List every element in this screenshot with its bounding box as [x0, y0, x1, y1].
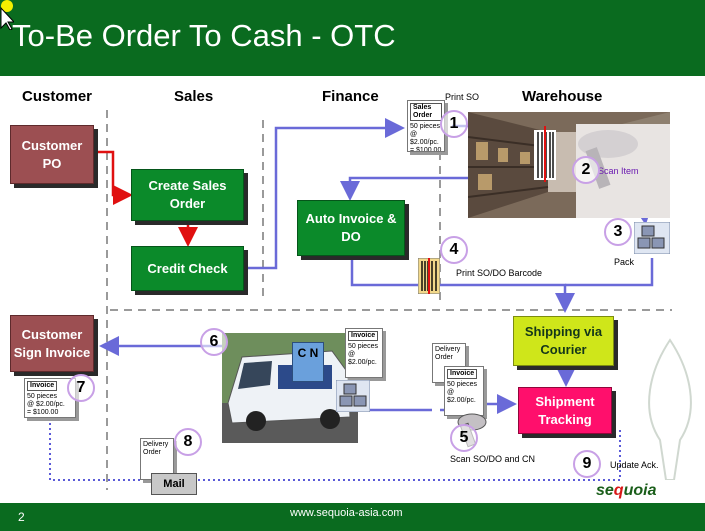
logo-post: uoia	[623, 482, 657, 499]
mail-do-title: Delivery Order	[143, 441, 169, 456]
step-5: 5	[450, 424, 478, 452]
cust-invoice-line2: @ $2.00/pc.	[27, 401, 65, 408]
cursor-icon	[0, 0, 14, 30]
van-invoice-line1: 50 pieces	[348, 343, 378, 350]
update-ack-label: Update Ack.	[610, 460, 659, 470]
sales-order-document: Sales Order 50 pieces @ $2.00/pc. = $100…	[407, 100, 445, 152]
van-pack-icon	[336, 380, 370, 412]
print-so-label: Print SO	[445, 92, 480, 102]
step-9: 9	[573, 450, 601, 478]
pack-label: Pack	[614, 257, 635, 267]
van-invoice-line2: @ $2.00/pc.	[348, 351, 377, 366]
step-7: 7	[67, 374, 95, 402]
print-so-do-barcode-label: Print SO/DO Barcode	[456, 268, 543, 278]
van-invoice-document: Invoice 50 pieces @ $2.00/pc.	[345, 328, 383, 378]
step-3: 3	[604, 218, 632, 246]
scan-item-label: Scan Item	[598, 166, 639, 176]
auto-invoice-box: Auto Invoice & DO	[297, 200, 405, 256]
footer-bar	[0, 503, 705, 531]
sequoia-logo: sequoia	[596, 482, 656, 500]
cust-invoice-line1: 50 pieces	[27, 393, 57, 400]
step-1: 1	[440, 110, 468, 138]
step-2: 2	[572, 156, 600, 184]
sales-order-doc-line3: = $100.00	[410, 147, 442, 152]
logo-mid: q	[613, 482, 624, 499]
invoice-doc-5: Invoice 50 pieces @ $2.00/pc.	[444, 366, 484, 416]
lane-sales: Sales	[174, 88, 214, 105]
arrow-credit-to-print	[246, 118, 405, 270]
lane-finance: Finance	[322, 88, 379, 105]
invoice5-title: Invoice	[447, 369, 478, 379]
customer-sign-invoice-box: Customer Sign Invoice	[10, 315, 94, 372]
dotted-return-line	[49, 418, 621, 481]
do5-title: Delivery Order	[435, 346, 461, 361]
lane-customer: Customer	[22, 88, 93, 105]
lane-warehouse: Warehouse	[522, 88, 603, 105]
cust-invoice-title: Invoice	[27, 381, 58, 391]
tree-icon	[648, 338, 692, 480]
scan-so-do-cn-label: Scan SO/DO and CN	[450, 454, 536, 464]
step-6: 6	[200, 328, 228, 356]
logo-pre: se	[596, 482, 614, 499]
create-sales-order-box: Create Sales Order	[131, 169, 244, 221]
step-8: 8	[174, 428, 202, 456]
barcode-icon	[418, 258, 440, 294]
sales-order-doc-title: Sales Order	[410, 103, 442, 121]
header-bar	[0, 0, 705, 76]
slide-title: To-Be Order To Cash - OTC	[12, 18, 396, 53]
warehouse-shelves-icon	[468, 112, 670, 218]
customer-po-box: Customer PO	[10, 125, 94, 184]
van-invoice-title: Invoice	[348, 331, 379, 341]
pack-boxes-icon	[634, 222, 670, 254]
sales-order-doc-line1: 50 pieces	[410, 123, 440, 130]
mail-label: Mail	[151, 473, 197, 495]
warehouse-photo	[468, 112, 670, 218]
arrow-auto-to-ship	[350, 256, 575, 313]
cust-invoice-line3: = $100.00	[27, 409, 59, 416]
credit-check-box: Credit Check	[131, 246, 244, 291]
arrow-pack-to-ship	[565, 258, 654, 287]
invoice5-line2: @ $2.00/pc.	[447, 389, 476, 404]
shipment-tracking-box: Shipment Tracking	[518, 387, 612, 434]
cn-label: C N	[292, 342, 324, 382]
sales-order-doc-line2: @ $2.00/pc.	[410, 131, 439, 146]
invoice5-line1: 50 pieces	[447, 381, 477, 388]
shipping-box: Shipping via Courier	[513, 316, 614, 366]
step-4: 4	[440, 236, 468, 264]
arrow-po-to-so	[96, 150, 133, 205]
red-arrows	[96, 150, 198, 247]
footer-url: www.sequoia-asia.com	[290, 507, 403, 519]
page-number: 2	[18, 510, 25, 524]
